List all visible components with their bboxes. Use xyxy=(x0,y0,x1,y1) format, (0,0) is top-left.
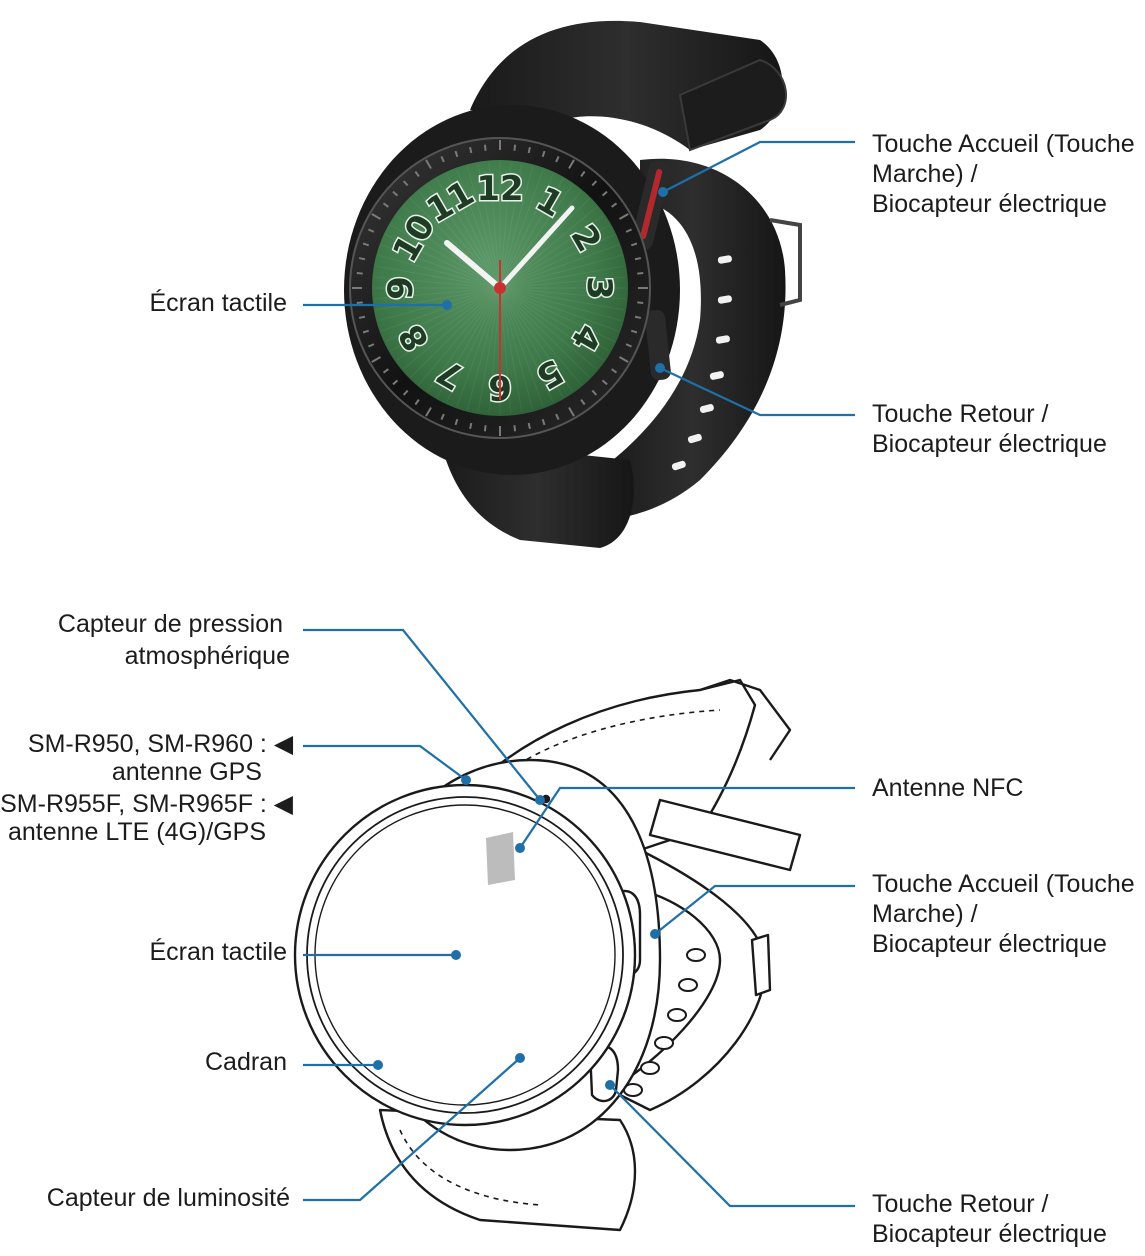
nfc-patch xyxy=(486,832,515,885)
dial-numeral: 9 xyxy=(381,276,421,300)
dial-numeral: 3 xyxy=(579,276,619,300)
touchscreen-label: Écran tactile xyxy=(149,288,287,317)
touchscreen-label-bottom: Écran tactile xyxy=(149,937,287,966)
home-key-label: Touche Accueil (Touche Marche) / Biocapt… xyxy=(872,130,1142,218)
pressure-sensor-label: Capteur de pression atmosphérique xyxy=(58,610,290,670)
lte-antenna-label: SM-R955F, SM-R965F : ◀ antenne LTE (4G)/… xyxy=(0,790,300,846)
nfc-antenna-label: Antenne NFC xyxy=(872,774,1023,802)
back-key-label: Touche Retour / Biocapteur électrique xyxy=(872,400,1107,458)
gps-antenna-label: SM-R950, SM-R960 : ◀ antenne GPS xyxy=(28,730,300,786)
bezel-label: Cadran xyxy=(205,1048,287,1076)
light-sensor-label: Capteur de luminosité xyxy=(47,1184,290,1212)
back-key-label-bottom: Touche Retour / Biocapteur électrique xyxy=(872,1190,1107,1248)
dial-numeral: 12 xyxy=(476,169,523,209)
home-key-label-bottom: Touche Accueil (Touche Marche) / Biocapt… xyxy=(872,870,1142,958)
